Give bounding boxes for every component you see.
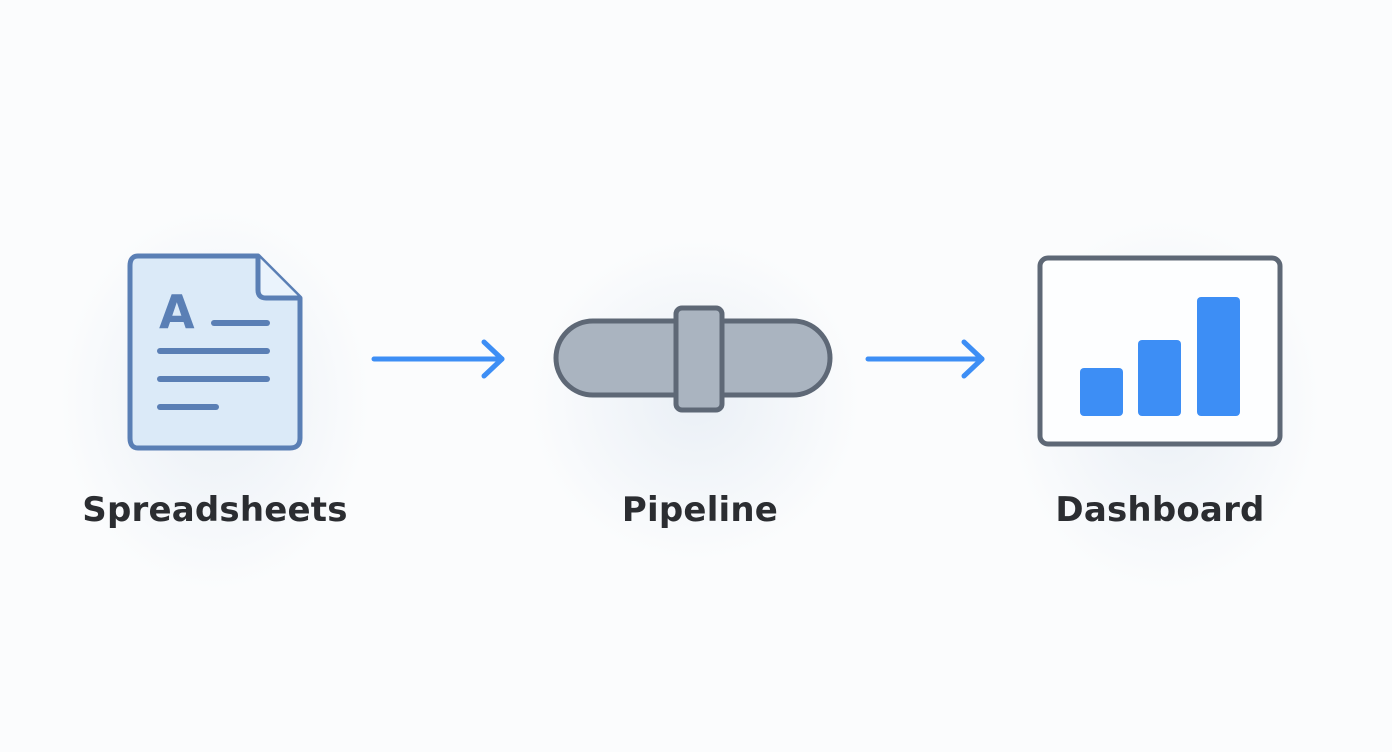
bar-chart-dashboard-icon: [1037, 255, 1283, 447]
pipe-icon: [553, 305, 833, 413]
dashboard-label: Dashboard: [1055, 490, 1265, 530]
dashboard-bar-medium: [1138, 340, 1181, 416]
arrow-right-icon: [865, 339, 985, 379]
dashboard-bar-large: [1197, 297, 1240, 416]
arrow-right-icon: [371, 339, 505, 379]
spreadsheets-label: Spreadsheets: [82, 490, 348, 530]
pipeline-label: Pipeline: [621, 490, 779, 530]
dashboard-bar-small: [1080, 368, 1123, 416]
spreadsheet-document-icon: A: [127, 253, 303, 451]
document-glyph: A: [159, 285, 195, 339]
